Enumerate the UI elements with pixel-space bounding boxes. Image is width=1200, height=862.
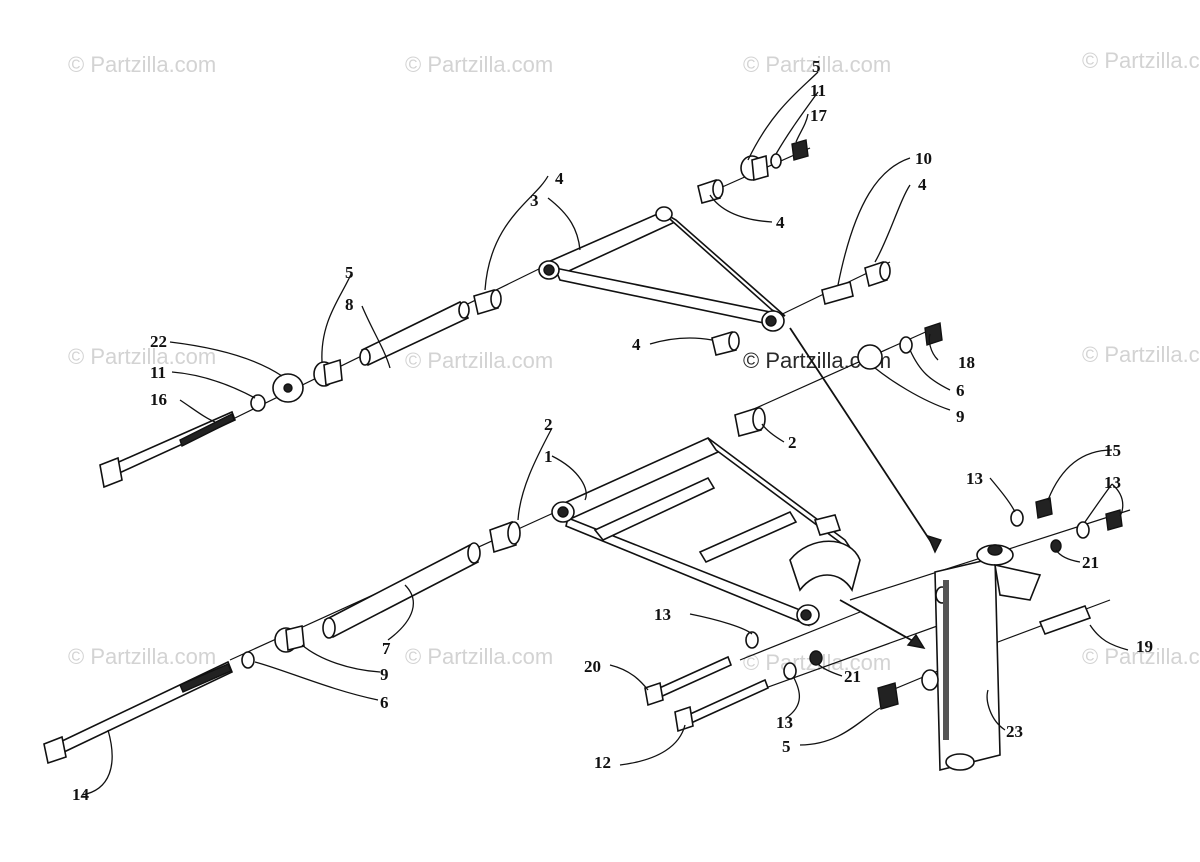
callout-label: 9 — [380, 665, 389, 684]
callout-label: 4 — [918, 175, 927, 194]
callout-label: 13 — [654, 605, 671, 624]
callouts: 5 11 17 10 4 3 4 4 5 8 22 11 16 4 18 6 9… — [72, 57, 1153, 804]
assembly-arrows — [789, 327, 942, 649]
hardware — [43, 139, 1123, 765]
callout-label: 21 — [1082, 553, 1099, 572]
callout-label: 15 — [1104, 441, 1121, 460]
leader-lines — [81, 71, 1129, 796]
watermark: © Partzilla.com — [68, 344, 216, 369]
callout-label: 13 — [1104, 473, 1121, 492]
watermark: © Partzilla.com — [68, 644, 216, 669]
watermark: © Partzilla.com — [1082, 342, 1200, 367]
callout-label: 4 — [555, 169, 564, 188]
callout-label: 7 — [382, 639, 391, 658]
callout-label: 23 — [1006, 722, 1023, 741]
callout-label: 2 — [544, 415, 553, 434]
callout-label: 20 — [584, 657, 601, 676]
callout-label: 6 — [956, 381, 965, 400]
spindle — [921, 544, 1042, 772]
callout-label: 18 — [958, 353, 975, 372]
watermark: © Partzilla.com — [405, 348, 553, 373]
watermark: © Partzilla.com — [405, 644, 553, 669]
callout-label: 9 — [956, 407, 965, 426]
callout-label: 5 — [345, 263, 354, 282]
callout-label: 19 — [1136, 637, 1153, 656]
callout-label: 1 — [544, 447, 553, 466]
callout-label: 11 — [810, 81, 826, 100]
watermark: © Partzilla.com — [405, 52, 553, 77]
callout-label: 12 — [594, 753, 611, 772]
watermark: © Partzilla.com — [1082, 644, 1200, 669]
lower-a-arm — [551, 437, 861, 627]
watermark: © Partzilla.com — [1082, 48, 1200, 73]
callout-label: 14 — [72, 785, 90, 804]
callout-label: 22 — [150, 332, 167, 351]
watermarks: © Partzilla.com © Partzilla.com © Partzi… — [68, 48, 1200, 675]
callout-label: 5 — [812, 57, 821, 76]
callout-label: 21 — [844, 667, 861, 686]
callout-label: 6 — [380, 693, 389, 712]
callout-label: 16 — [150, 390, 167, 409]
callout-label: 5 — [782, 737, 791, 756]
upper-a-arm — [538, 206, 786, 332]
callout-label: 4 — [776, 213, 785, 232]
callout-label: 13 — [776, 713, 793, 732]
callout-label: 17 — [810, 106, 828, 125]
watermark: © Partzilla.com — [68, 52, 216, 77]
callout-label: 8 — [345, 295, 354, 314]
callout-label: 10 — [915, 149, 932, 168]
callout-label: 13 — [966, 469, 983, 488]
callout-label: 11 — [150, 363, 166, 382]
callout-label: 3 — [530, 191, 539, 210]
callout-label: 2 — [788, 433, 797, 452]
callout-label: 4 — [632, 335, 641, 354]
